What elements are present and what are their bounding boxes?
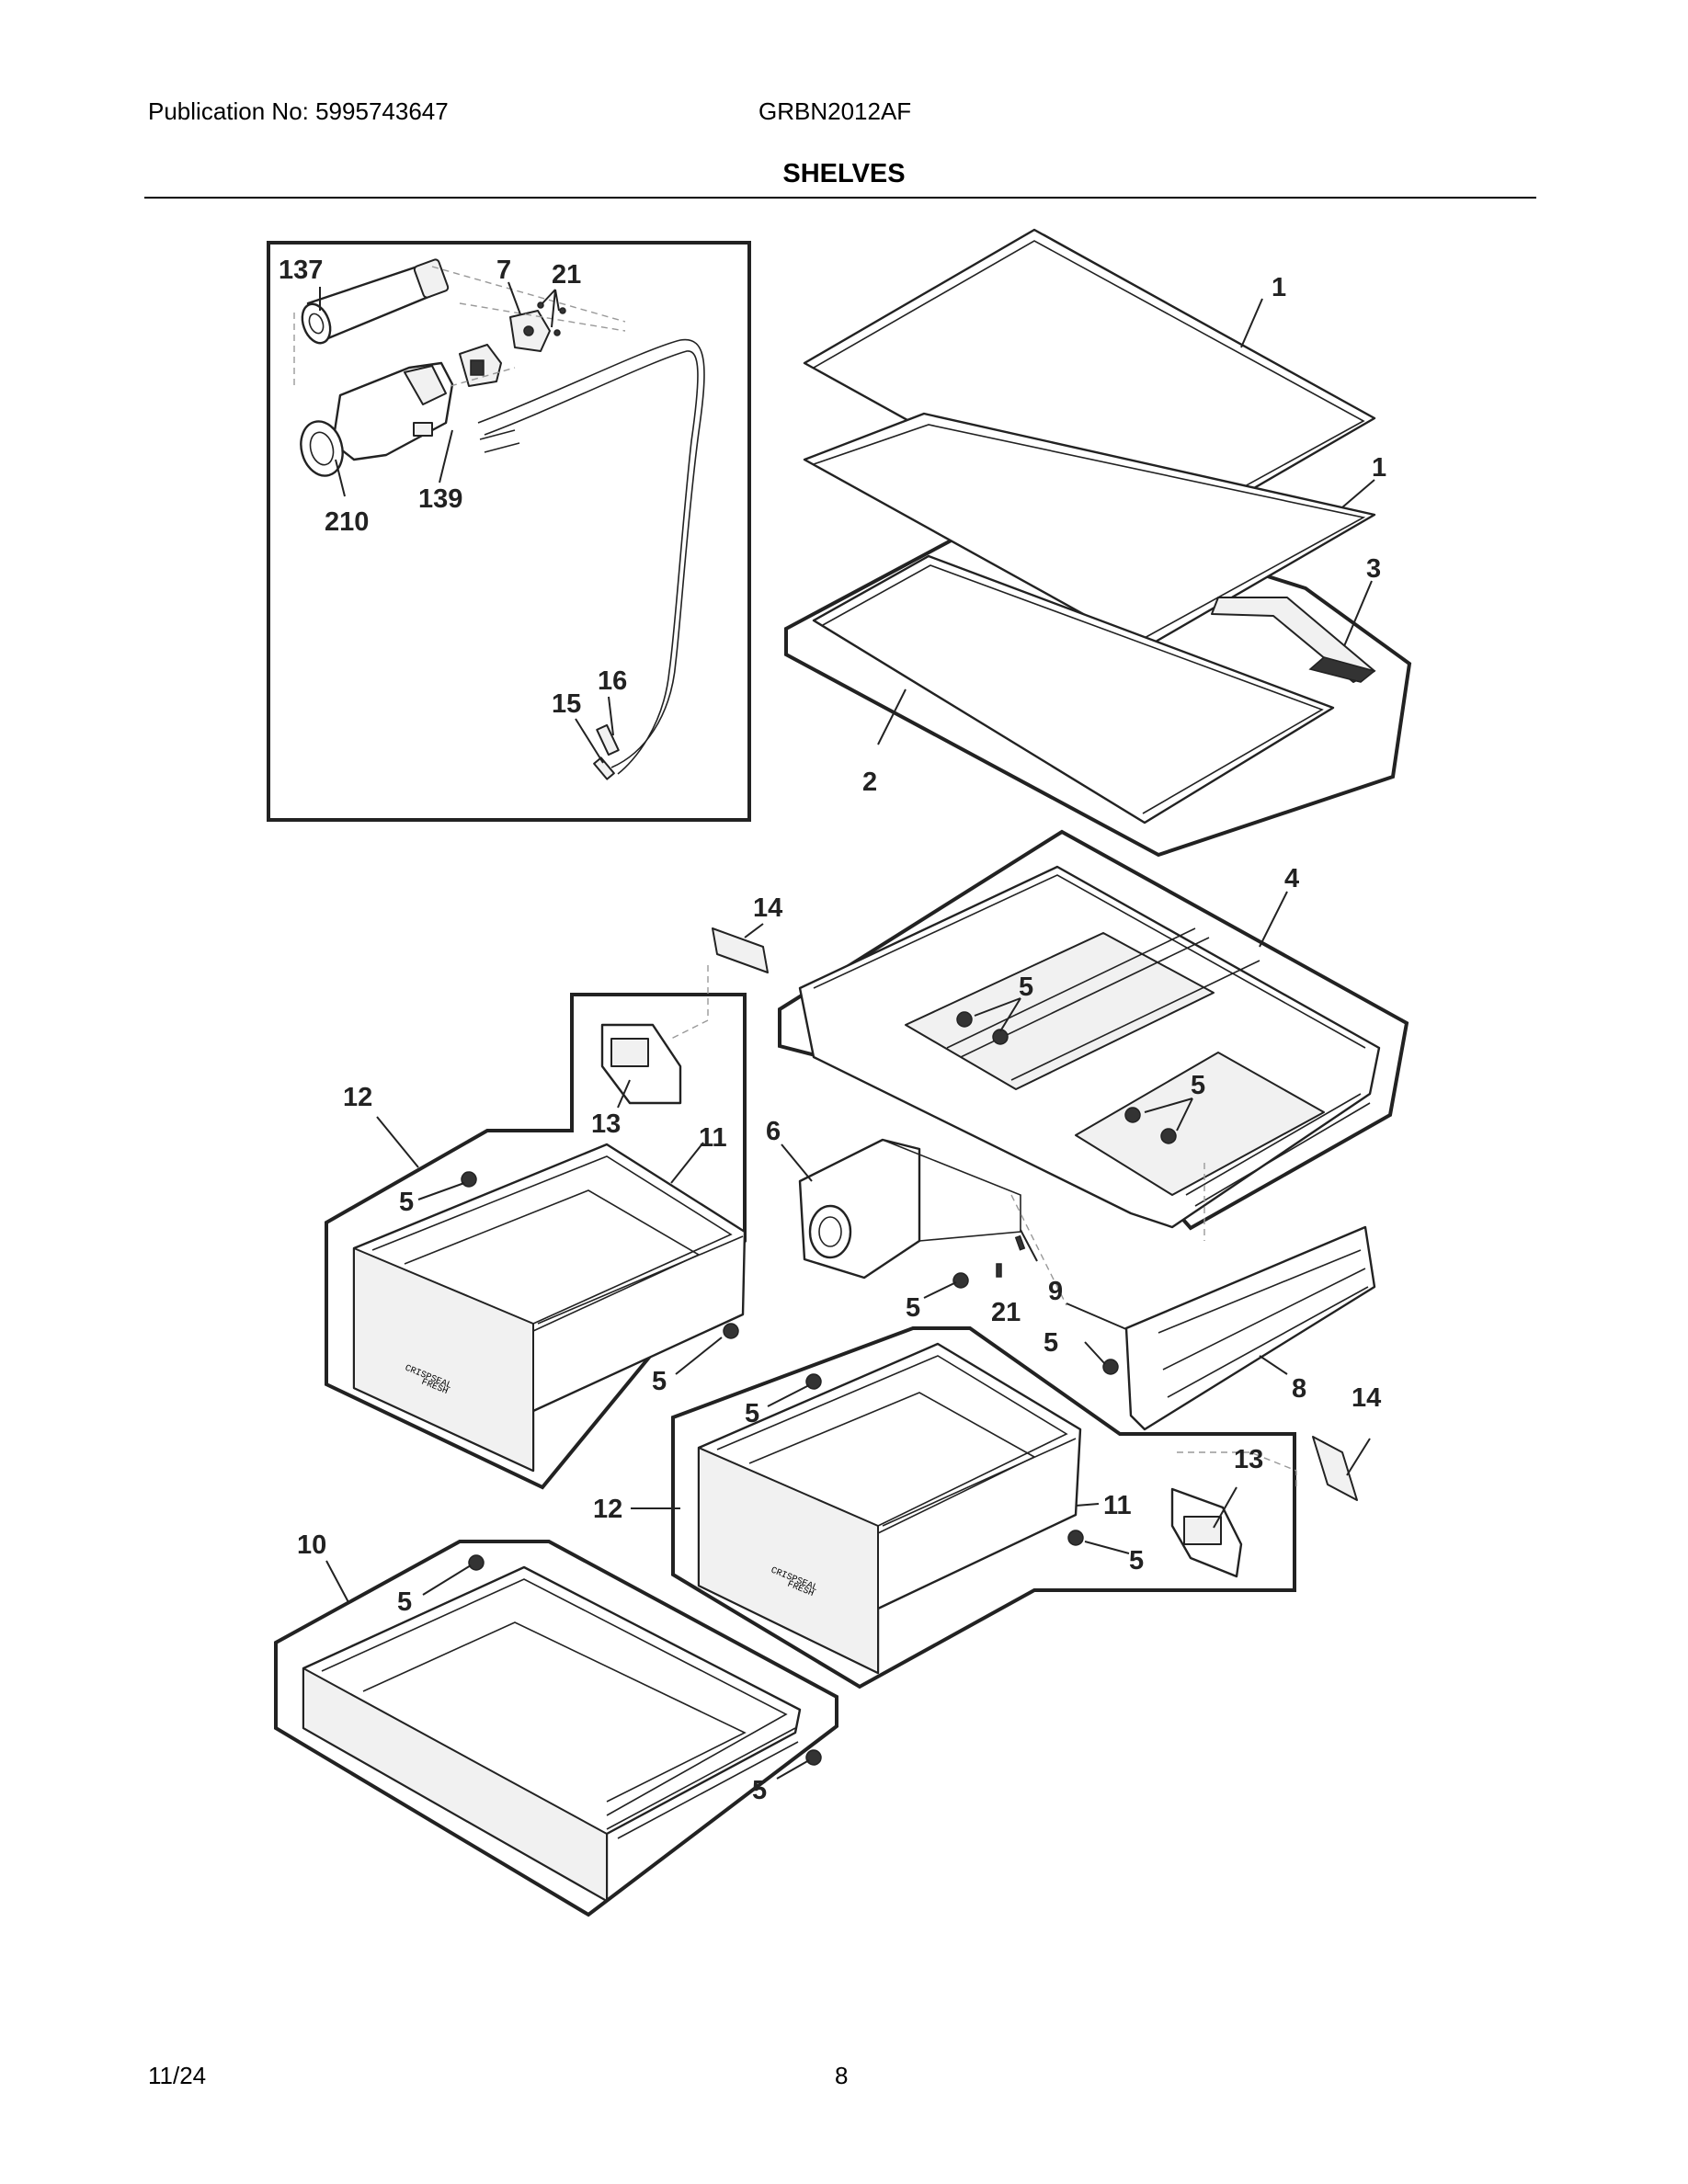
humidity-slide-right: [1170, 1487, 1243, 1578]
humidity-slide-left: [600, 1023, 682, 1105]
shelf-support-rail: [1211, 597, 1376, 683]
callout-1-upper: 1: [1272, 273, 1286, 302]
callout-11-right: 11: [1103, 1491, 1132, 1520]
crisper-cover: [798, 865, 1381, 1229]
page-title: SHELVES: [782, 159, 906, 188]
callout-5-housing: 5: [906, 1293, 920, 1323]
small-fasteners: [952, 1234, 1119, 1375]
glass-shelf-lower: [812, 554, 1335, 825]
callout-4: 4: [1284, 864, 1299, 893]
callout-14-left: 14: [753, 893, 782, 923]
publication-number: Publication No: 5995743647: [148, 97, 449, 125]
callout-5-right-drawer: 5: [745, 1399, 759, 1428]
callout-21-filter: 21: [552, 260, 581, 290]
callout-5-bracket: 5: [1044, 1328, 1058, 1358]
callout-1-lower: 1: [1372, 453, 1386, 483]
callout-13-right: 13: [1234, 1445, 1263, 1474]
callout-13-left: 13: [591, 1109, 621, 1139]
left-crisper-group-frame: [325, 993, 747, 1490]
crisper-rear-bracket: [1124, 1225, 1376, 1431]
callout-5-bottom-drawer: 5: [397, 1587, 412, 1617]
crisper-drawer-left: CRISPSEAL FRESH: [352, 1143, 747, 1473]
humidity-control-housing: [798, 1138, 1021, 1280]
callout-5-bottom-rear: 5: [752, 1776, 767, 1805]
cover-fasteners: [956, 1011, 1177, 1144]
callout-7: 7: [496, 256, 511, 285]
callout-2: 2: [862, 768, 877, 797]
callout-139: 139: [418, 484, 462, 514]
callout-5-cover-right: 5: [1191, 1071, 1205, 1100]
callout-labels: 137 7 21 139 210 16 15 1 1 3 2 4 14 5 5 …: [279, 256, 1386, 1805]
filter-screws: [537, 301, 566, 336]
callout-5-cover-left: 5: [1019, 973, 1033, 1002]
callout-12-left: 12: [343, 1083, 372, 1112]
filter-assembly-guide-lines: [293, 266, 626, 387]
right-crisper-group-frame: [671, 1326, 1296, 1689]
right-crisper-fasteners: [805, 1373, 1084, 1546]
model-number: GRBN2012AF: [758, 97, 912, 125]
cover-assembly-guide-lines: [1010, 1163, 1205, 1306]
callout-10: 10: [297, 1530, 326, 1560]
water-filter-cartridge: [301, 258, 450, 345]
callout-12-right: 12: [593, 1495, 622, 1524]
callout-11-left: 11: [699, 1123, 727, 1153]
footer-date: 11/24: [148, 2062, 207, 2089]
callout-8: 8: [1292, 1374, 1306, 1404]
callout-9: 9: [1048, 1277, 1063, 1306]
right-group-guide-lines: [1177, 1451, 1297, 1489]
header-divider: [144, 197, 1536, 199]
callout-5-left-rear: 5: [652, 1367, 667, 1396]
bottom-drawer-group-frame: [274, 1540, 838, 1917]
callout-137: 137: [279, 256, 323, 285]
bottom-drawer: [302, 1565, 802, 1903]
tube-connectors: [593, 723, 620, 780]
left-group-guide-lines: [670, 965, 709, 1040]
water-tubing: [477, 338, 705, 775]
filter-head-housing: [300, 361, 454, 477]
fan-label-left: [712, 927, 769, 973]
callout-5-right-rear: 5: [1129, 1546, 1144, 1575]
callout-210: 210: [325, 507, 369, 537]
fan-label-right: [1312, 1436, 1358, 1501]
callout-5-left-drawer: 5: [399, 1188, 414, 1217]
callout-15: 15: [552, 689, 581, 719]
callout-21-cover: 21: [991, 1298, 1021, 1327]
bottom-drawer-fasteners: [468, 1554, 822, 1766]
filter-bracket: [509, 310, 551, 352]
callout-leaders: [319, 281, 1375, 1780]
glass-shelf-middle: [803, 412, 1376, 650]
callout-3: 3: [1366, 554, 1381, 584]
callout-6: 6: [766, 1117, 781, 1146]
filter-bypass-valve: [459, 344, 502, 387]
callout-14-right: 14: [1352, 1383, 1381, 1413]
callout-16: 16: [598, 666, 627, 696]
left-crisper-fasteners: [461, 1171, 739, 1339]
water-filter-group-frame: [267, 241, 751, 822]
page-number: 8: [835, 2062, 849, 2089]
crisper-drawer-right: CRISPSEAL FRESH: [697, 1342, 1082, 1675]
